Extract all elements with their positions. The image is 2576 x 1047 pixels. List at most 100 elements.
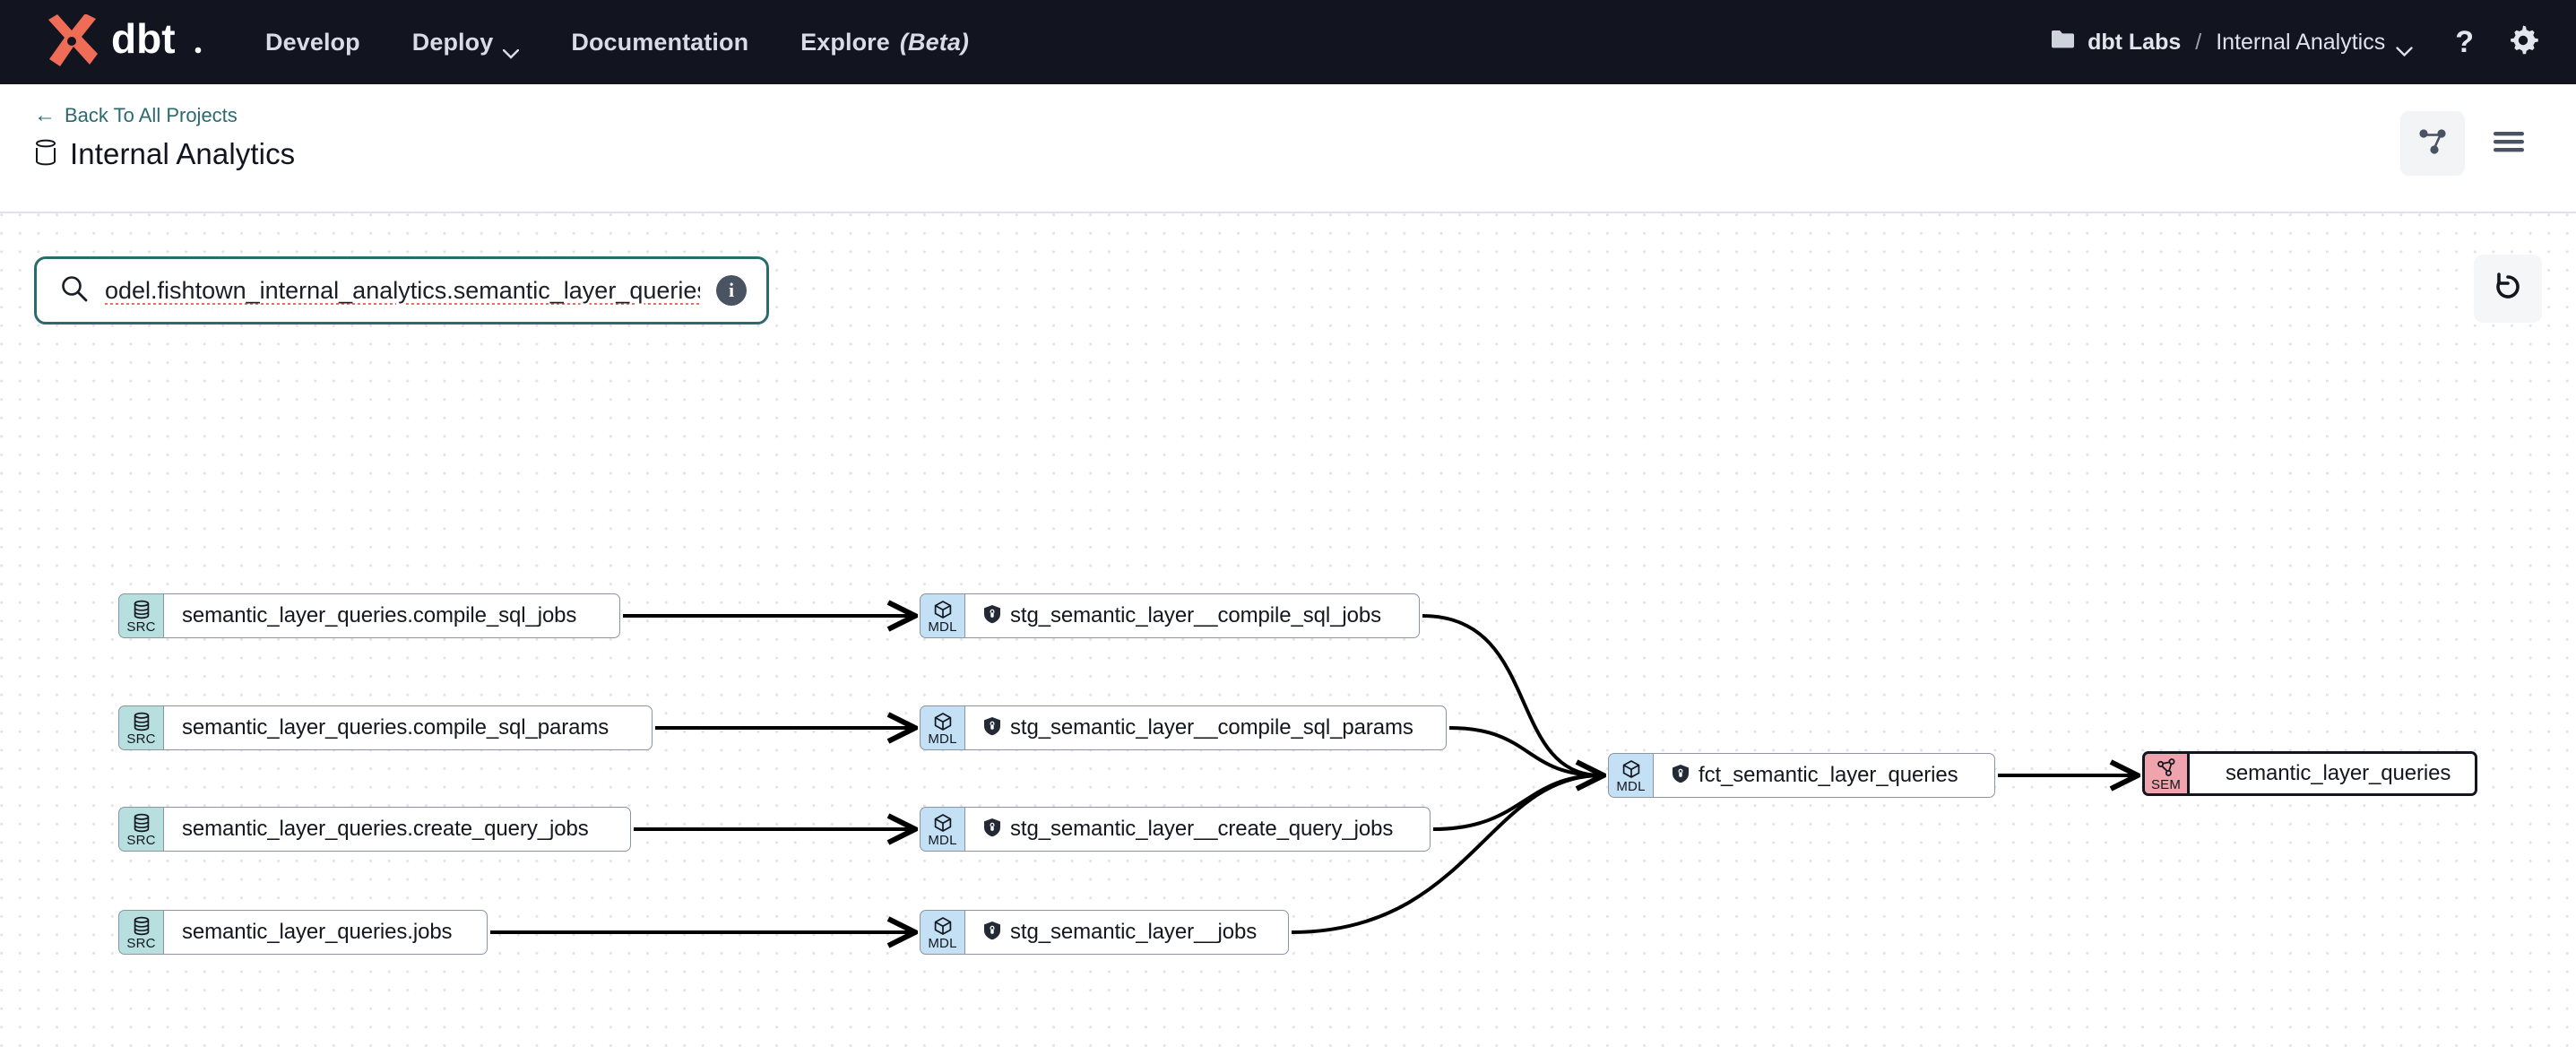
node-body: semantic_layer_queries.compile_sql_jobs [163,593,620,638]
node-body: semantic_layer_queries [2187,751,2477,796]
node-type-badge-mdl: MDL [1608,753,1653,798]
org-breadcrumb[interactable]: dbt Labs [2051,29,2181,56]
cube-icon [933,712,953,731]
lineage-node-src-compile-sql-params[interactable]: SRC semantic_layer_queries.compile_sql_p… [118,705,653,750]
database-cylinder-icon [132,600,151,619]
node-label: semantic_layer_queries.compile_sql_param… [182,715,609,740]
node-type-badge-mdl: MDL [920,807,964,852]
node-type-badge-src: SRC [118,910,163,955]
lineage-node-mdl-stg-jobs[interactable]: MDL stg_semantic_layer__jobs [920,910,1289,955]
arrow-left-icon: ← [34,103,56,127]
top-navbar: dbt Develop Deploy Documentation Explore… [0,0,2576,84]
node-body: stg_semantic_layer__compile_sql_params [964,705,1447,750]
nav-item-develop-label: Develop [265,28,360,56]
side-panel-toggle-button[interactable] [2481,111,2537,176]
back-to-all-projects-link[interactable]: ← Back To All Projects [34,104,238,127]
node-label: stg_semantic_layer__create_query_jobs [1010,817,1394,841]
node-type-label: SEM [2150,777,2182,792]
node-search-box[interactable]: odel.fishtown_internal_analytics.semanti… [34,256,769,324]
node-body: stg_semantic_layer__create_query_jobs [964,807,1431,852]
chevron-down-icon [503,38,520,59]
database-cylinder-icon [132,712,151,731]
node-type-badge-src: SRC [118,807,163,852]
node-label: stg_semantic_layer__compile_sql_params [1010,715,1413,740]
private-shield-icon [983,604,1001,628]
private-shield-icon [983,716,1001,740]
cube-icon [1621,759,1641,779]
node-label: semantic_layer_queries.compile_sql_jobs [182,603,577,627]
nav-item-deploy[interactable]: Deploy [411,28,520,59]
edge-mdl3-fct [1432,774,1602,831]
project-breadcrumb[interactable]: Internal Analytics [2216,29,2413,56]
node-type-badge-mdl: MDL [920,705,964,750]
node-type-label: MDL [928,833,957,848]
page-title-row: Internal Analytics [34,137,2533,171]
lineage-node-mdl-stg-compile-sql-jobs[interactable]: MDL stg_semantic_layer__compile_sql_jobs [920,593,1420,638]
settings-button[interactable] [2506,23,2540,62]
node-label: fct_semantic_layer_queries [1699,763,1958,787]
dbt-logo-mark [43,13,102,70]
primary-nav: Develop Deploy Documentation Explore (Be… [265,28,969,59]
breadcrumb-separator: / [2195,29,2202,55]
node-body: semantic_layer_queries.create_query_jobs [163,807,631,852]
cube-icon [933,813,953,833]
node-type-label: SRC [126,936,156,951]
node-label: stg_semantic_layer__jobs [1010,920,1258,944]
nav-item-documentation-label: Documentation [571,28,749,56]
nav-item-explore-beta-tag: (Beta) [899,28,970,56]
database-icon [34,139,57,170]
node-type-badge-src: SRC [118,593,163,638]
lineage-node-src-compile-sql-jobs[interactable]: SRC semantic_layer_queries.compile_sql_j… [118,593,620,638]
subheader-actions [2400,111,2537,176]
node-type-badge-sem: SEM [2142,751,2187,796]
edge-mdl4-fct [1291,775,1601,934]
nav-item-develop[interactable]: Develop [265,29,360,56]
navbar-right-cluster: dbt Labs / Internal Analytics ? [2051,0,2540,84]
nav-item-explore[interactable]: Explore (Beta) [800,29,969,56]
private-shield-icon [1672,764,1690,788]
edge-mdl1-fct [1422,614,1602,777]
nav-item-deploy-label: Deploy [411,28,494,56]
hamburger-menu-icon [2493,129,2525,159]
node-type-badge-mdl: MDL [920,593,964,638]
search-icon [60,274,89,307]
private-shield-icon [983,818,1001,842]
lineage-node-src-jobs[interactable]: SRC semantic_layer_queries.jobs [118,910,488,955]
node-label: semantic_layer_queries.jobs [182,920,453,944]
lineage-node-src-create-query-jobs[interactable]: SRC semantic_layer_queries.create_query_… [118,807,631,852]
search-input[interactable]: odel.fishtown_internal_analytics.semanti… [105,276,700,304]
nav-item-documentation[interactable]: Documentation [571,29,748,56]
node-type-badge-src: SRC [118,705,163,750]
cube-icon [933,600,953,619]
node-type-label: SRC [126,833,156,848]
help-icon: ? [2455,25,2474,59]
page-title: Internal Analytics [70,137,296,170]
semantic-network-icon [2157,757,2176,777]
node-body: semantic_layer_queries.compile_sql_param… [163,705,653,750]
node-type-label: MDL [928,731,957,747]
lineage-node-mdl-fct-semantic-layer-queries[interactable]: MDL fct_semantic_layer_queries [1608,753,1995,798]
chevron-down-icon [2396,38,2413,56]
node-body: fct_semantic_layer_queries [1653,753,1995,798]
node-body: stg_semantic_layer__compile_sql_jobs [964,593,1420,638]
node-label: semantic_layer_queries.create_query_jobs [182,817,589,841]
lineage-node-sem-semantic-layer-queries[interactable]: SEM semantic_layer_queries [2142,751,2477,796]
reset-graph-button[interactable] [2474,255,2542,323]
lineage-graph-icon [2417,126,2448,161]
project-name-label: Internal Analytics [2216,29,2386,55]
dbt-logo[interactable]: dbt [43,13,204,70]
info-icon[interactable]: i [716,275,747,306]
node-body: stg_semantic_layer__jobs [964,910,1289,955]
dbt-logo-wordmark: dbt [111,15,204,66]
help-button[interactable]: ? [2455,27,2474,57]
lineage-view-button[interactable] [2400,111,2465,176]
lineage-canvas[interactable]: odel.fishtown_internal_analytics.semanti… [0,213,2576,1047]
nav-item-explore-label: Explore [800,28,890,56]
lineage-node-mdl-stg-compile-sql-params[interactable]: MDL stg_semantic_layer__compile_sql_para… [920,705,1447,750]
node-type-label: SRC [126,731,156,747]
org-name-label: dbt Labs [2088,29,2182,55]
back-to-all-projects-label: Back To All Projects [65,104,238,126]
lineage-node-mdl-stg-create-query-jobs[interactable]: MDL stg_semantic_layer__create_query_job… [920,807,1431,852]
private-shield-icon [983,921,1001,945]
edge-mdl2-fct [1448,726,1602,777]
